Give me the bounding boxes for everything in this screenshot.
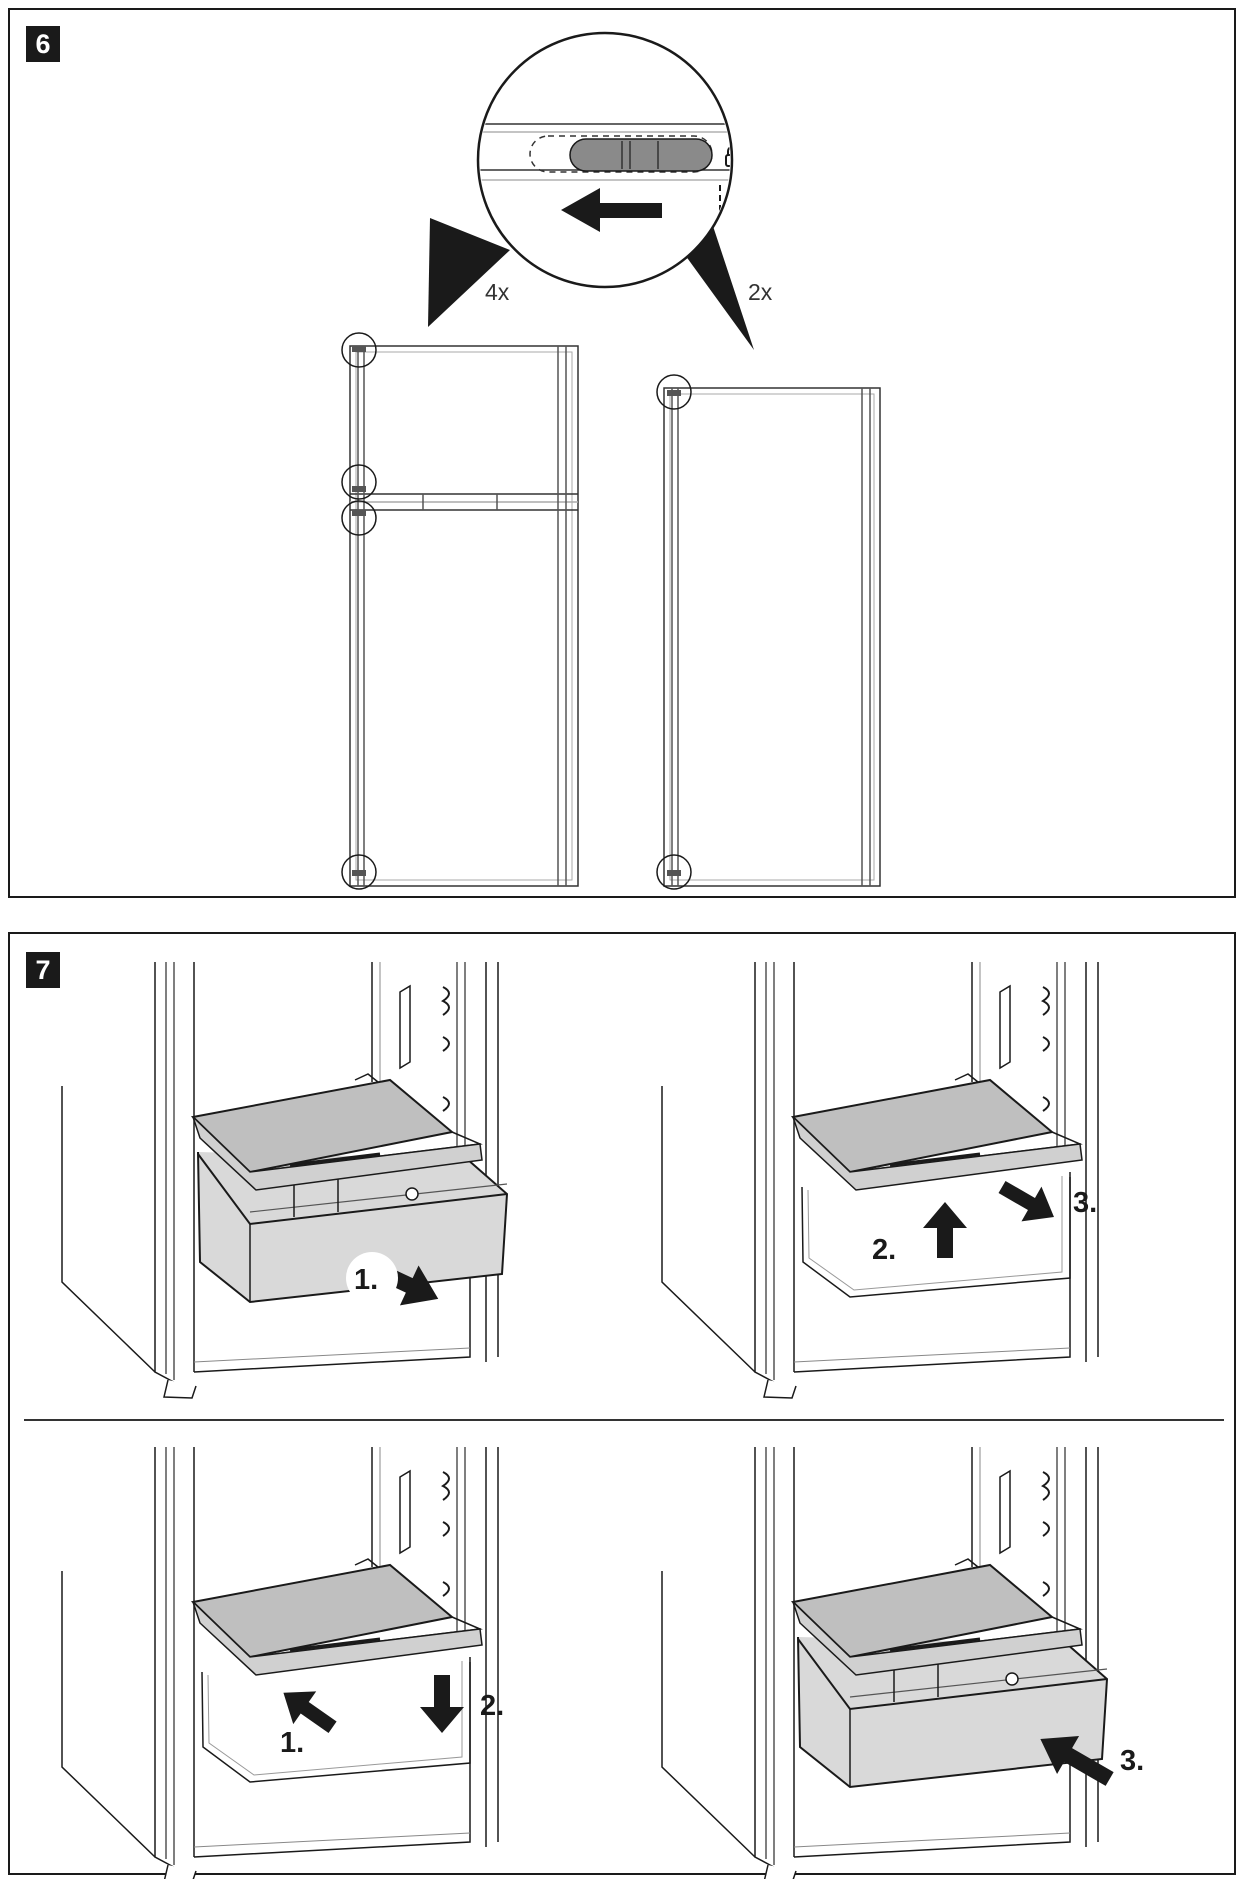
- lock-detail-magnifier: [476, 31, 734, 289]
- push-shelf-arrow: [283, 1691, 337, 1733]
- step-6-illustration: 4x 2x: [341, 31, 881, 890]
- lower-shelf-arrow: [420, 1675, 464, 1733]
- single-door-fridge: [656, 374, 881, 890]
- lock-icon: [725, 146, 730, 167]
- scene-remove-shelf: 2. 3.: [661, 961, 1099, 1399]
- step-number-label: 2.: [480, 1690, 504, 1722]
- step-number-label: 1.: [280, 1727, 304, 1759]
- slide-left-arrow: [561, 188, 662, 232]
- step-6-panel: 6: [8, 8, 1236, 898]
- step-6-badge: 6: [26, 26, 60, 62]
- step-7-badge: 7: [26, 952, 60, 988]
- two-door-fridge: [341, 332, 579, 890]
- step-number-label: 1.: [354, 1264, 378, 1296]
- pull-shelf-arrow: [998, 1180, 1054, 1222]
- scene-insert-shelf: 1. 2.: [61, 1446, 504, 1879]
- step-number-circle: [1112, 1733, 1164, 1785]
- step-number-label: 3.: [1120, 1745, 1144, 1777]
- push-drawer-arrow: [1040, 1735, 1114, 1786]
- step-7-illustration: 1. 2. 3. 1.: [61, 961, 1164, 1879]
- step-number-label: 2.: [872, 1234, 896, 1266]
- hinge-marker: [656, 854, 692, 890]
- step-number-label: 3.: [1073, 1187, 1097, 1219]
- scene-insert-drawer: 3.: [661, 1446, 1164, 1879]
- hinge-marker: [656, 374, 692, 410]
- hinge-marker: [341, 854, 377, 890]
- scene-remove-drawer: 1.: [61, 961, 508, 1399]
- right-count-label: 2x: [748, 279, 773, 305]
- left-count-label: 4x: [485, 279, 510, 305]
- step-7-panel: 7: [8, 932, 1236, 1879]
- scene-divider: [24, 1419, 1224, 1421]
- lift-shelf-arrow: [923, 1202, 967, 1258]
- hinge-marker: [341, 332, 377, 368]
- magnifier-pointer-left: [428, 218, 510, 327]
- step-number-circle: [346, 1252, 398, 1304]
- hinge-marker: [341, 464, 377, 500]
- hinge-marker: [341, 500, 377, 536]
